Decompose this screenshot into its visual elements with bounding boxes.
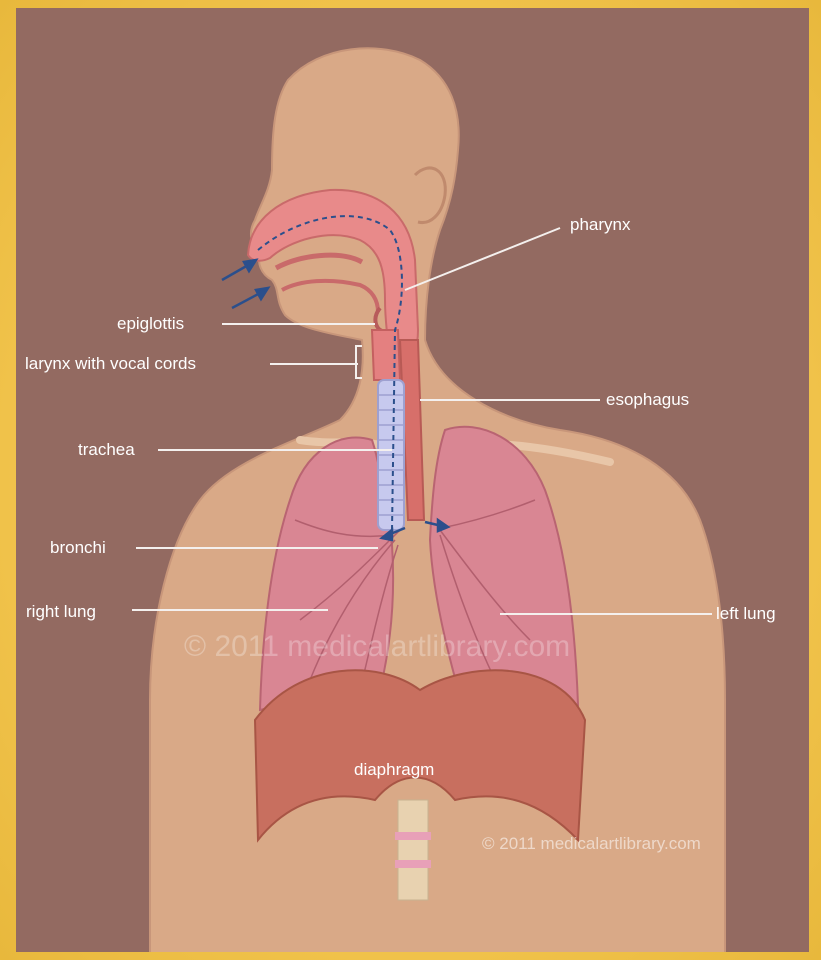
spinal-disc-2	[395, 860, 431, 868]
label-esophagus: esophagus	[606, 390, 689, 410]
label-left-lung: left lung	[716, 604, 776, 624]
label-pharynx: pharynx	[570, 215, 630, 235]
label-larynx: larynx with vocal cords	[25, 354, 196, 374]
label-right-lung: right lung	[26, 602, 96, 622]
label-trachea: trachea	[78, 440, 135, 460]
label-diaphragm: diaphragm	[354, 760, 434, 780]
diagram-panel: pharynx epiglottis larynx with vocal cor…	[16, 8, 809, 952]
label-epiglottis: epiglottis	[117, 314, 184, 334]
label-bronchi: bronchi	[50, 538, 106, 558]
watermark-center: © 2011 medicalartlibrary.com	[184, 630, 570, 664]
respiratory-system-illustration	[16, 8, 809, 952]
spine	[398, 800, 428, 900]
spinal-disc-1	[395, 832, 431, 840]
watermark-corner: © 2011 medicalartlibrary.com	[482, 834, 701, 854]
